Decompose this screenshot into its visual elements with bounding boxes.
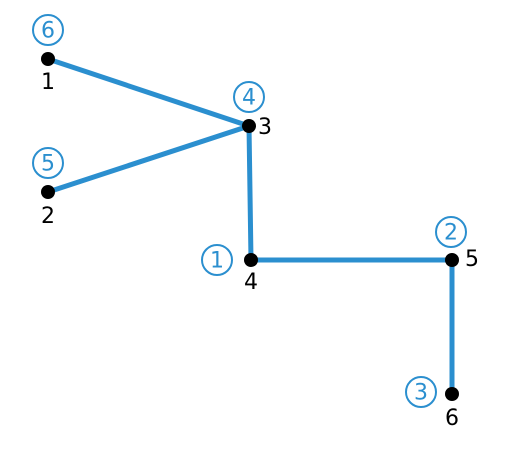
order-badge-circle [32, 147, 64, 179]
order-badge-circle [201, 244, 233, 276]
vertex-5 [445, 253, 459, 267]
vertex-label-1: 1 [41, 70, 55, 95]
vertex-label-3: 3 [258, 115, 272, 140]
vertex-label-4: 4 [244, 270, 258, 295]
order-badge-number: 3 [414, 381, 428, 406]
order-badge-3: 4 [233, 81, 265, 113]
vertex-label-2: 2 [41, 204, 55, 229]
vertex-6 [445, 387, 459, 401]
vertex-1 [41, 52, 55, 66]
order-badge-number: 6 [41, 19, 55, 44]
edge-2-3 [45, 123, 252, 195]
order-badge-number: 5 [41, 152, 55, 177]
order-badge-1: 6 [32, 14, 64, 46]
vertex-4 [244, 253, 258, 267]
vertex-label-6: 6 [445, 406, 459, 431]
order-badge-circle [435, 216, 467, 248]
order-badge-6: 3 [405, 376, 437, 408]
vertex-2 [41, 185, 55, 199]
vertex-label-5: 5 [465, 247, 479, 272]
order-badge-number: 4 [242, 86, 256, 111]
nodes-layer [41, 52, 459, 401]
order-badge-number: 1 [210, 249, 224, 274]
edge-3-4 [246, 123, 254, 263]
order-badge-4: 1 [201, 244, 233, 276]
order-badge-number: 2 [444, 221, 458, 246]
vertex-3 [242, 119, 256, 133]
order-badge-circle [32, 14, 64, 46]
edge-1-3 [45, 56, 252, 129]
order-badge-circle [233, 81, 265, 113]
edges-layer [45, 56, 455, 397]
order-badge-circle [405, 376, 437, 408]
order-badge-2: 5 [32, 147, 64, 179]
order-badge-5: 2 [435, 216, 467, 248]
